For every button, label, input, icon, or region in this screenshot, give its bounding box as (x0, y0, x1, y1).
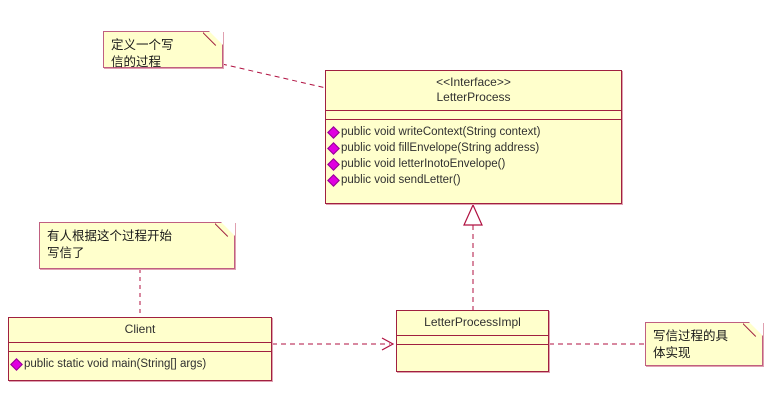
impl-name: LetterProcessImpl (424, 315, 521, 329)
method-row[interactable]: public void letterInotoEnvelope() (326, 156, 621, 172)
method-label: public void writeContext(String context) (341, 126, 541, 138)
visibility-diamond-icon (327, 158, 340, 171)
impl-methods-compartment (397, 345, 548, 375)
interface-header: <<Interface>> LetterProcess (326, 71, 621, 111)
visibility-diamond-icon (327, 126, 340, 139)
note-fold-icon (221, 222, 235, 236)
interface-methods-compartment: public void writeContext(String context)… (326, 120, 621, 192)
interface-letterprocess[interactable]: <<Interface>> LetterProcess public void … (325, 70, 622, 204)
interface-stereotype: <<Interface>> (436, 75, 511, 89)
note-define-process[interactable]: 定义一个写 信的过程 (103, 31, 223, 69)
note-fold-icon (209, 31, 223, 45)
dependency-arrow-head (381, 337, 395, 351)
visibility-diamond-icon (327, 142, 340, 155)
method-row[interactable]: public void sendLetter() (326, 172, 621, 188)
note-text: 写信过程的具 体实现 (653, 329, 729, 360)
note-text: 有人根据这个过程开始 写信了 (47, 229, 173, 260)
note-concrete-impl[interactable]: 写信过程的具 体实现 (645, 322, 763, 366)
client-name: Client (124, 322, 156, 336)
class-letterprocessimpl[interactable]: LetterProcessImpl (396, 310, 549, 372)
note-someone-writes[interactable]: 有人根据这个过程开始 写信了 (39, 222, 235, 269)
impl-attributes-compartment (397, 336, 548, 345)
note-fold-icon (749, 322, 763, 336)
note-text: 定义一个写 信的过程 (111, 38, 174, 69)
client-attributes-compartment (9, 343, 271, 352)
interface-name: LetterProcess (436, 90, 511, 104)
method-row[interactable]: public void writeContext(String context) (326, 124, 621, 140)
method-label: public void letterInotoEnvelope() (341, 158, 506, 170)
client-methods-compartment: public static void main(String[] args) (9, 352, 271, 376)
interface-attributes-compartment (326, 111, 621, 120)
method-label: public static void main(String[] args) (24, 358, 207, 370)
realization-triangle-head (463, 203, 483, 226)
class-client[interactable]: Client public static void main(String[] … (8, 317, 272, 381)
method-row[interactable]: public static void main(String[] args) (9, 356, 271, 372)
method-row[interactable]: public void fillEnvelope(String address) (326, 140, 621, 156)
client-header: Client (9, 318, 271, 343)
method-label: public void fillEnvelope(String address) (341, 142, 540, 154)
note-link-define-process (221, 63, 327, 89)
visibility-diamond-icon (327, 174, 340, 187)
method-label: public void sendLetter() (341, 174, 461, 186)
visibility-diamond-icon (10, 358, 23, 371)
impl-header: LetterProcessImpl (397, 311, 548, 336)
